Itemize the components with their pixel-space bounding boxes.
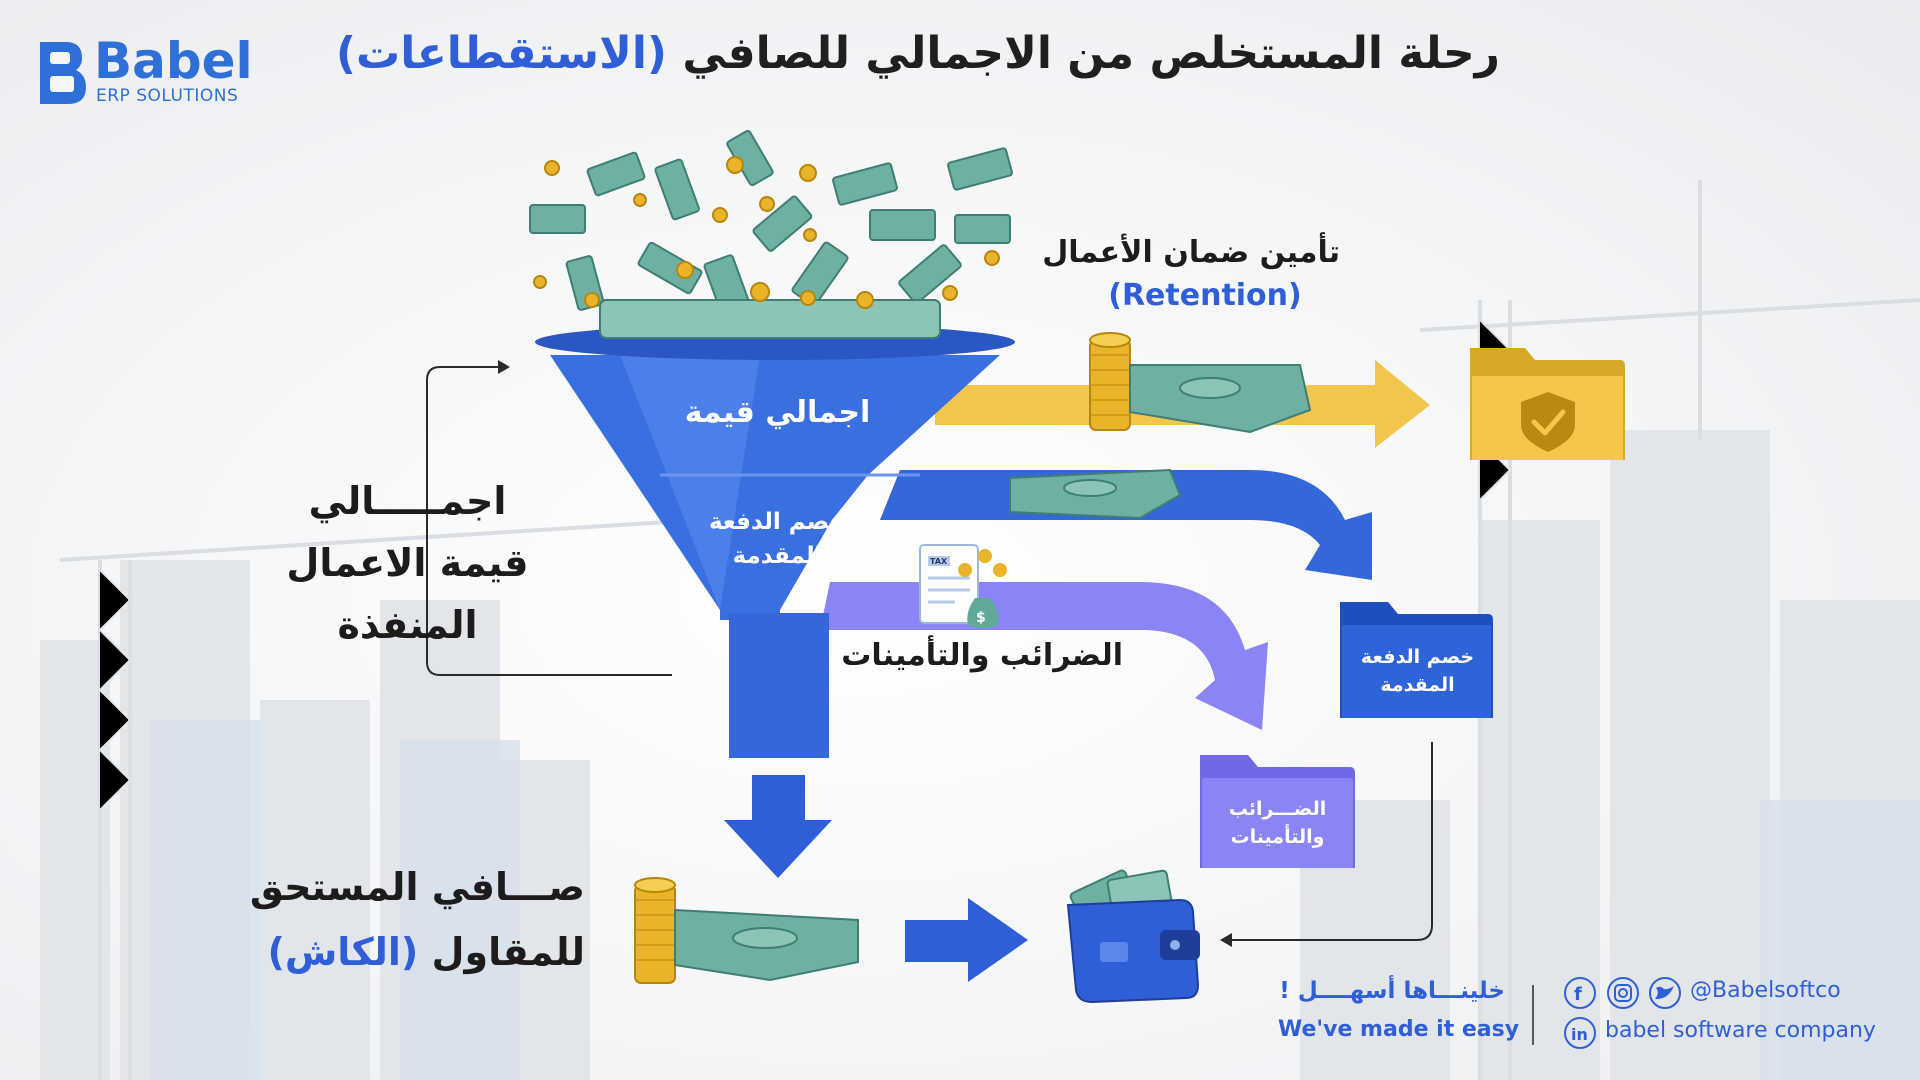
logo-tagline: ERP SOLUTIONS (96, 86, 239, 106)
footer-slogan-en: We've made it easy (1278, 1017, 1520, 1042)
advance-folder (1340, 602, 1493, 718)
wallet-icon (1066, 869, 1200, 1004)
net-label-line2: للمقاول (الكاش) (267, 930, 585, 974)
linkedin-name[interactable]: babel software company (1605, 1018, 1876, 1043)
tax-document-icon: TAX $ (919, 544, 1007, 629)
advance-flow-arrow (880, 470, 1372, 580)
linkedin-icon (1564, 1017, 1596, 1049)
footer-slogan-ar: خلينـــاها أسهــــل ! (1279, 978, 1505, 1004)
net-money (634, 877, 859, 984)
taxes-flow-label: الضرائب والتأمينات (841, 638, 1123, 673)
to-wallet-arrow (905, 898, 1028, 982)
taxes-folder-label: الضـــرائب والتأمينات (1228, 798, 1327, 848)
gross-value-label: اجمـــــالي قيمة الاعمال المنفذة (286, 479, 529, 647)
instagram-icon (1607, 977, 1639, 1009)
page-title: رحلة المستخلص من الاجمالي للصافي (الاستق… (336, 28, 1500, 79)
advance-folder-label: خصم الدفعة المقدمة (1360, 646, 1475, 696)
advance-money (1009, 468, 1182, 520)
tax-icon-label: TAX (930, 557, 948, 566)
money-pile (529, 129, 1013, 339)
down-arrow (724, 775, 832, 878)
babel-logo-mark (40, 42, 86, 104)
funnel-top-label: اجمالي قيمة (684, 395, 871, 430)
retention-label-ar: تأمين ضمان الأعمال (1042, 235, 1340, 270)
gross-bracket-line (426, 366, 672, 676)
shield-check-icon (1521, 392, 1575, 452)
net-label-cash: (الكاش) (267, 930, 419, 974)
title-highlight: (الاستقطاعات) (335, 28, 668, 79)
net-label-contractor: للمقاول (431, 930, 585, 974)
taxes-folder (1200, 755, 1355, 868)
svg-text:in: in (1571, 1025, 1588, 1044)
funnel-middle-label: خصم الدفعة المقدمة (708, 509, 847, 569)
net-label-line1: صـــافي المستحق (249, 865, 585, 909)
svg-text:$: $ (976, 610, 986, 626)
twitter-icon (1649, 977, 1681, 1009)
logo-name: Babel (94, 32, 253, 90)
svg-text:f: f (1574, 984, 1582, 1005)
return-line (1230, 742, 1433, 941)
title-main: رحلة المستخلص من الاجمالي للصافي (682, 28, 1500, 79)
retention-money (1089, 332, 1312, 434)
social-handle[interactable]: @Babelsoftco (1690, 978, 1841, 1003)
retention-label-en: (Retention) (1108, 278, 1302, 313)
facebook-icon (1564, 977, 1596, 1009)
retention-folder (1470, 348, 1625, 460)
